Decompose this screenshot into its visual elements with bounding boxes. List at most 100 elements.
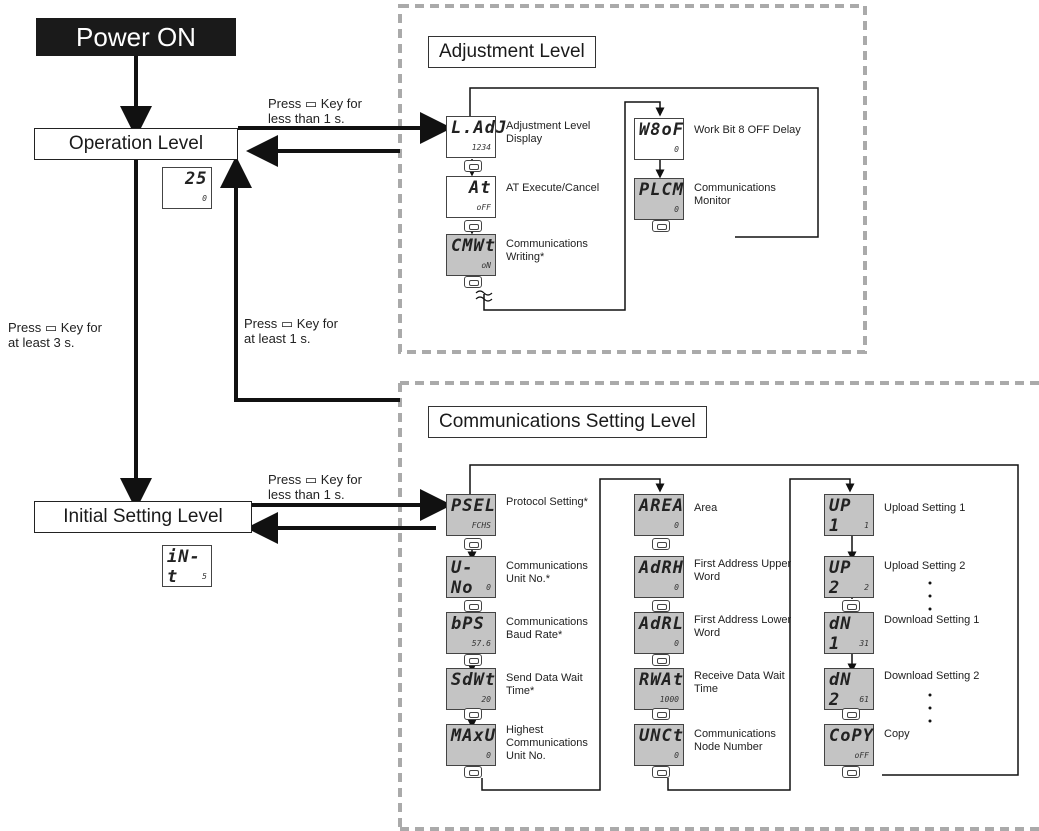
comm-label-up1: Upload Setting 1: [884, 502, 966, 514]
display-main-value: PLCM: [639, 180, 684, 200]
display-main-value: 25: [185, 169, 208, 189]
display-sub-value: oFF: [854, 751, 869, 760]
display-sub-value: oN: [481, 261, 491, 270]
comm-label-up2: Upload Setting 2: [884, 560, 966, 572]
mode-key-icon: [652, 220, 670, 232]
comm-display-dn1: dN 1 31: [824, 612, 874, 654]
comm-label-rwat: Receive Data Wait Time: [694, 670, 785, 695]
display-sub-value: 61: [859, 695, 869, 704]
adjustment-display-plcm: PLCM 0: [634, 178, 684, 220]
display-sub-value: 0: [486, 583, 491, 592]
comm-label-maxu: Highest Communications Unit No.: [506, 724, 588, 762]
operation-display: 25 0: [162, 167, 212, 209]
comm-display-adrl: AdRL 0: [634, 612, 684, 654]
comm-display-bps: bPS 57.6: [446, 612, 496, 654]
display-main-value: CMWt: [451, 236, 496, 256]
communications-setting-level-title: Communications Setting Level: [428, 406, 707, 438]
display-main-value: dN 2: [829, 670, 852, 710]
display-main-value: UP 1: [829, 496, 852, 536]
note-press-less-than-1s-top: Press ▭ Key for less than 1 s.: [268, 96, 362, 126]
mode-key-icon: [652, 538, 670, 550]
display-sub-value: 0: [674, 521, 679, 530]
display-sub-value: 0: [202, 194, 207, 203]
display-sub-value: oFF: [476, 203, 491, 212]
display-sub-value: 2: [864, 583, 869, 592]
display-main-value: bPS: [451, 614, 485, 634]
comm-display-up1: UP 1 1: [824, 494, 874, 536]
comm-label-area: Area: [694, 502, 718, 514]
display-sub-value: 31: [859, 639, 869, 648]
display-main-value: At: [469, 178, 492, 198]
note-press-less-than-1s-bottom: Press ▭ Key for less than 1 s.: [268, 472, 362, 502]
comm-label-adrl: First Address Lower Word: [694, 614, 792, 639]
display-main-value: SdWt: [451, 670, 496, 690]
display-sub-value: 0: [674, 145, 679, 154]
mode-key-icon: [464, 160, 482, 172]
display-main-value: MAxU: [451, 726, 496, 746]
comm-label-sdwt: Send Data Wait Time*: [506, 672, 583, 697]
mode-key-icon: [464, 766, 482, 778]
display-sub-value: 57.6: [471, 639, 491, 648]
adjustment-label-ladj: Adjustment Level Display: [506, 120, 591, 145]
display-sub-value: 1000: [659, 695, 679, 704]
mode-key-icon: [652, 600, 670, 612]
display-main-value: AREA: [639, 496, 684, 516]
display-sub-value: 0: [674, 639, 679, 648]
mode-key-icon: [464, 538, 482, 550]
mode-key-icon: [652, 766, 670, 778]
adjustment-level-title: Adjustment Level: [428, 36, 596, 68]
display-sub-value: FCHS: [471, 521, 491, 530]
display-main-value: W8oF: [639, 120, 684, 140]
mode-key-icon: [652, 654, 670, 666]
display-sub-value: 0: [674, 583, 679, 592]
comm-display-dn2: dN 2 61: [824, 668, 874, 710]
note-press-at-least-3s: Press ▭ Key for at least 3 s.: [8, 320, 102, 350]
comm-label-psel: Protocol Setting*: [506, 496, 588, 508]
power-on-block: Power ON: [36, 18, 236, 56]
display-sub-value: 0: [674, 205, 679, 214]
adjustment-label-plcm: Communications Monitor: [694, 182, 776, 207]
adjustment-display-cmwt: CMWt oN: [446, 234, 496, 276]
adjustment-display-at: At oFF: [446, 176, 496, 218]
comm-label-adrh: First Address Upper Word: [694, 558, 792, 583]
mode-key-icon: [464, 708, 482, 720]
display-sub-value: 1: [864, 521, 869, 530]
comm-label-dn1: Download Setting 1: [884, 614, 980, 626]
adjustment-display-w8of: W8oF 0: [634, 118, 684, 160]
comm-label-dn2: Download Setting 2: [884, 670, 980, 682]
mode-key-icon: [842, 708, 860, 720]
display-main-value: L.AdJ: [451, 118, 508, 138]
adjustment-label-at: AT Execute/Cancel: [506, 182, 600, 194]
initial-setting-level-box: Initial Setting Level: [34, 501, 252, 533]
display-main-value: UNCt: [639, 726, 684, 746]
display-main-value: iN-t: [167, 547, 201, 587]
display-main-value: RWAt: [639, 670, 684, 690]
display-main-value: PSEL: [451, 496, 496, 516]
display-main-value: CoPY: [829, 726, 874, 746]
comm-display-up2: UP 2 2: [824, 556, 874, 598]
mode-key-icon: [464, 654, 482, 666]
note-press-at-least-1s: Press ▭ Key for at least 1 s.: [244, 316, 338, 346]
mode-key-icon: [464, 276, 482, 288]
adjustment-label-w8of: Work Bit 8 OFF Delay: [694, 124, 801, 136]
operation-level-box: Operation Level: [34, 128, 238, 160]
mode-key-icon: [842, 600, 860, 612]
mode-key-icon: [464, 220, 482, 232]
mode-key-icon: [842, 766, 860, 778]
comm-display-copy: CoPY oFF: [824, 724, 874, 766]
comm-label-copy: Copy: [884, 728, 910, 740]
comm-label-bps: Communications Baud Rate*: [506, 616, 588, 641]
display-main-value: AdRL: [639, 614, 684, 634]
display-main-value: UP 2: [829, 558, 852, 598]
comm-display-rwat: RWAt 1000: [634, 668, 684, 710]
comm-display-psel: PSEL FCHS: [446, 494, 496, 536]
display-sub-value: 1234: [471, 143, 491, 152]
adjustment-label-cmwt: Communications Writing*: [506, 238, 588, 263]
display-main-value: dN 1: [829, 614, 852, 654]
display-sub-value: 0: [674, 751, 679, 760]
mode-key-icon: [652, 708, 670, 720]
